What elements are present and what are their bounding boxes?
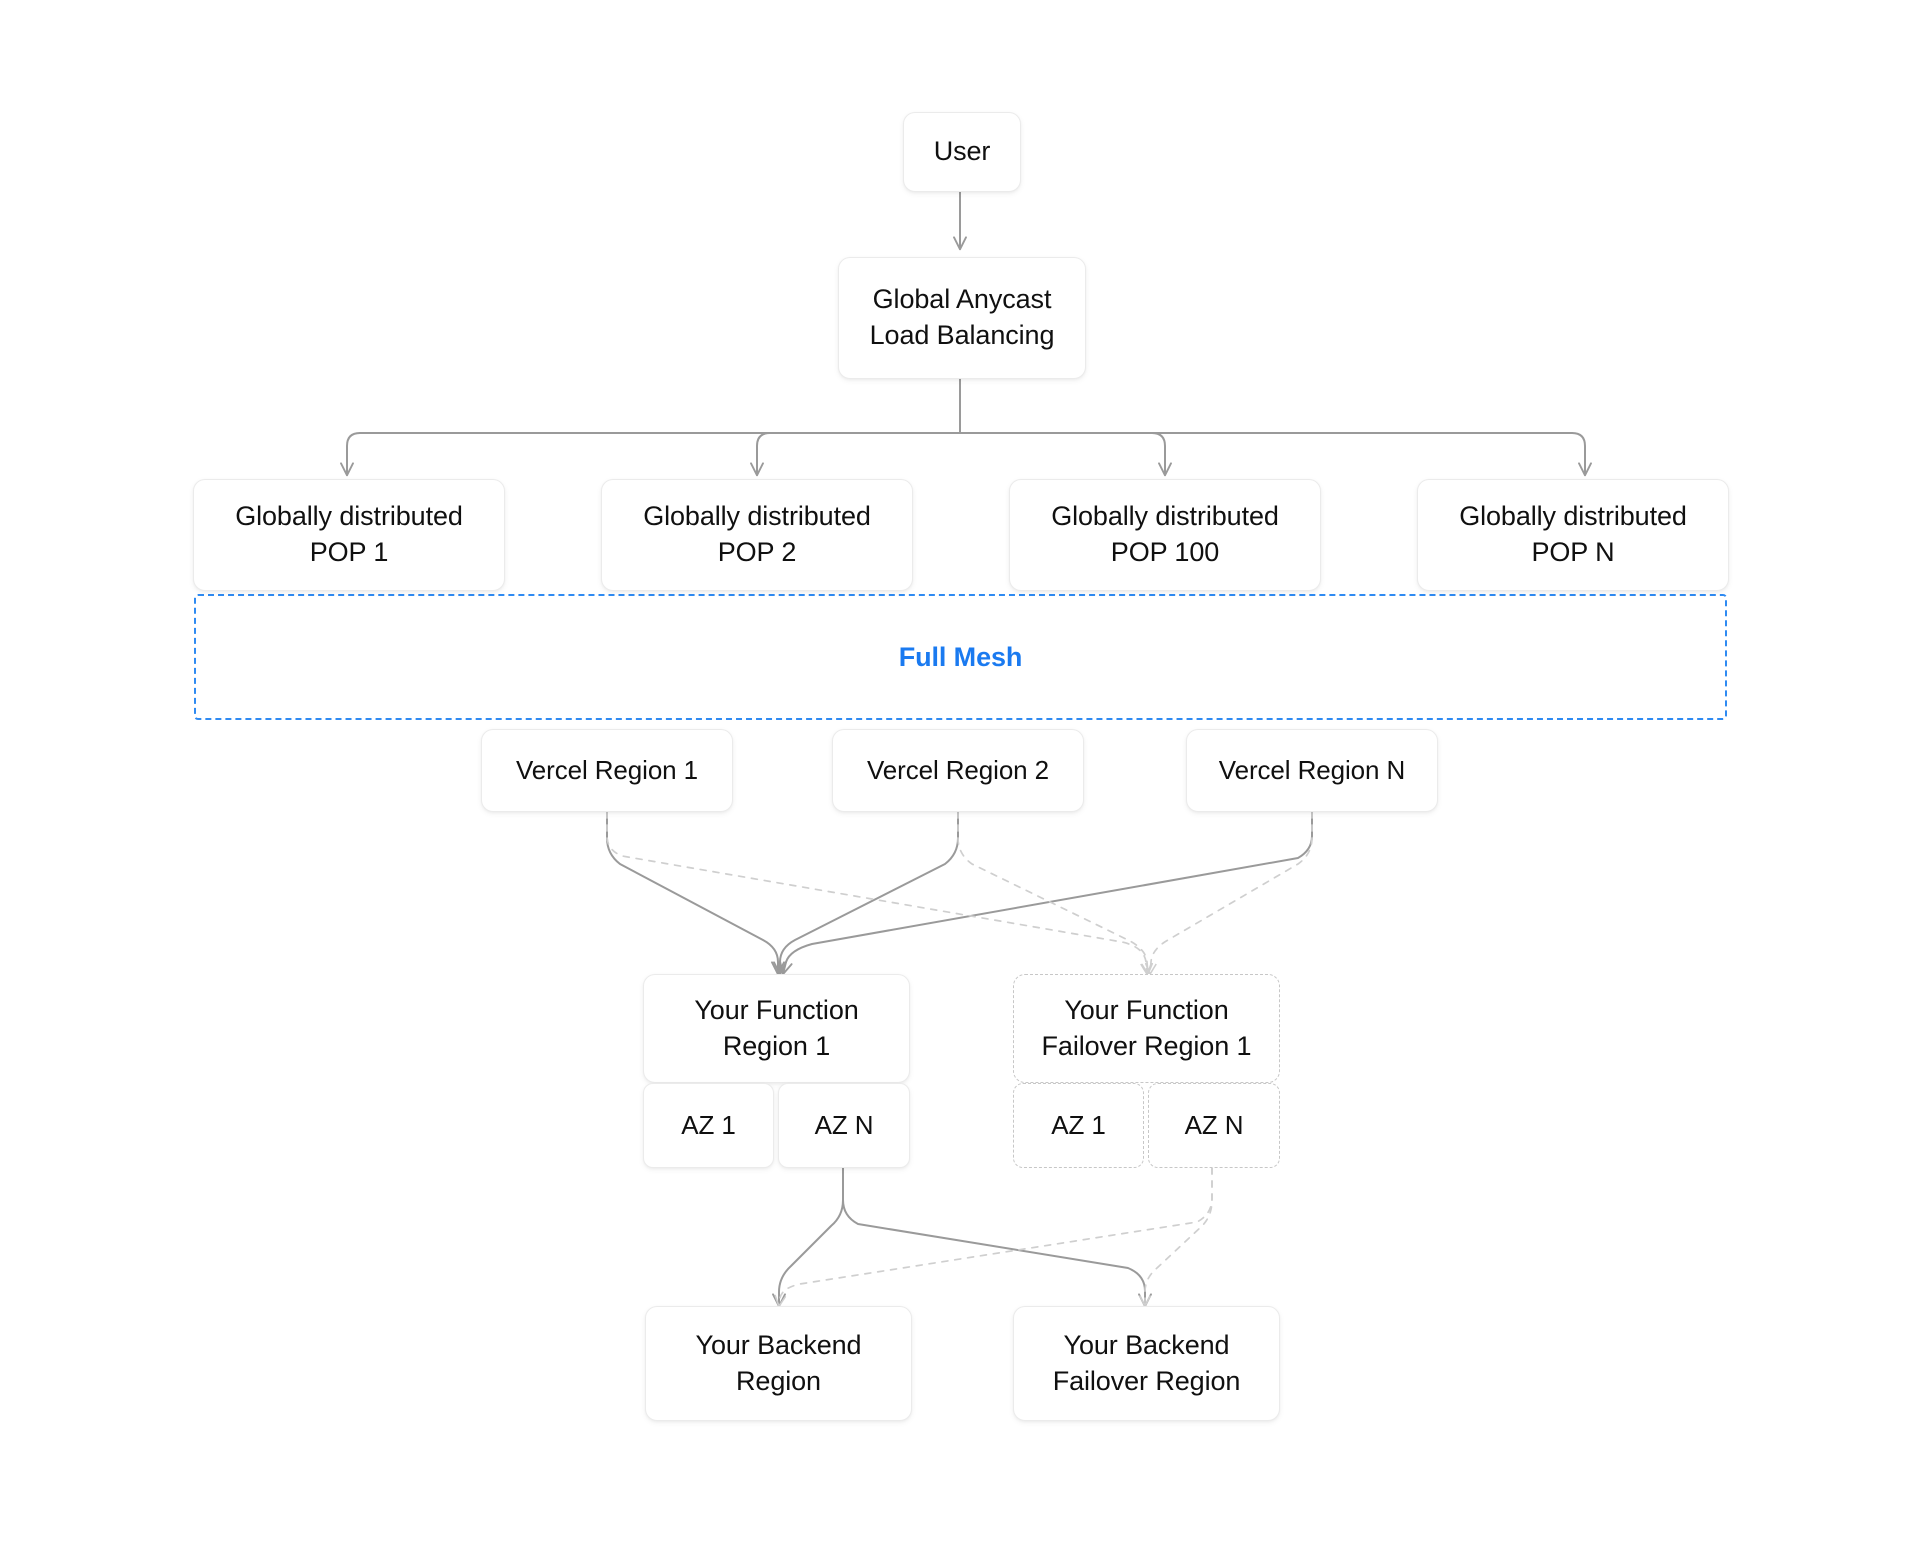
node-vercel-region-1[interactable]: Vercel Region 1 [481,729,733,812]
edge-vercel-region-2-to-function-failover-region [957,811,1148,974]
edge-bus-to-pop-1 [347,432,361,475]
node-function-region-1-az-1[interactable]: AZ 1 [643,1083,774,1168]
node-vercel-region-n[interactable]: Vercel Region N [1186,729,1438,812]
node-vercel-region-2[interactable]: Vercel Region 2 [832,729,1084,812]
node-your-backend-failover-region[interactable]: Your Backend Failover Region [1013,1306,1280,1421]
node-user-label: User [933,136,991,167]
edge-function-region-to-backend-region [779,1167,844,1306]
node-your-function-region-1-label: Your Function Region 1 [694,994,859,1061]
node-pop-2-label: Globally distributed POP 2 [643,501,871,567]
node-your-function-failover-region-1-label: Your Function Failover Region 1 [1041,994,1252,1061]
node-function-region-1-az-1-label: AZ 1 [681,1110,736,1141]
node-pop-1-label: Globally distributed POP 1 [235,501,463,567]
node-function-failover-region-1-az-n-label: AZ N [1184,1110,1244,1141]
node-pop-100-label: Globally distributed POP 100 [1051,501,1279,567]
edge-vercel-region-n-to-function-region [783,811,1313,974]
node-function-region-1-az-n[interactable]: AZ N [778,1083,910,1168]
node-your-function-region-1[interactable]: Your Function Region 1 [643,974,910,1083]
edge-vercel-region-n-to-function-failover-region [1150,811,1313,974]
edge-function-region-to-backend-failover-region [842,1167,1145,1306]
edge-vercel-region-2-to-function-region [780,811,959,974]
node-global-anycast-load-balancing[interactable]: Global Anycast Load Balancing [838,257,1086,379]
node-vercel-region-1-label: Vercel Region 1 [515,755,699,786]
node-user[interactable]: User [903,112,1021,192]
edge-bus-to-pop-3 [1151,432,1165,475]
node-pop-2[interactable]: Globally distributed POP 2 [601,479,913,591]
node-function-failover-region-1-az-1-label: AZ 1 [1051,1110,1106,1141]
node-function-failover-region-1-az-n[interactable]: AZ N [1148,1083,1280,1168]
edge-function-failover-region-to-backend-region [779,1167,1213,1306]
edge-vercel-region-1-to-function-failover-region [606,811,1147,974]
node-pop-1[interactable]: Globally distributed POP 1 [193,479,505,591]
edge-function-failover-region-to-backend-failover-region [1145,1167,1213,1306]
node-global-anycast-load-balancing-label: Global Anycast Load Balancing [869,284,1055,350]
node-pop-n-label: Globally distributed POP N [1459,501,1687,567]
node-your-backend-region[interactable]: Your Backend Region [645,1306,912,1421]
node-function-failover-region-1-az-1[interactable]: AZ 1 [1013,1083,1144,1168]
node-pop-100[interactable]: Globally distributed POP 100 [1009,479,1321,591]
edge-vercel-region-1-to-function-region [606,811,778,974]
zone-full-mesh: Full Mesh [194,594,1727,720]
node-your-backend-region-label: Your Backend Region [695,1329,862,1396]
zone-full-mesh-label: Full Mesh [898,641,1023,672]
edge-bus-to-pop-2 [757,432,771,475]
node-function-region-1-az-n-label: AZ N [814,1110,874,1141]
node-your-backend-failover-region-label: Your Backend Failover Region [1052,1329,1241,1396]
node-your-function-failover-region-1[interactable]: Your Function Failover Region 1 [1013,974,1280,1083]
node-vercel-region-2-label: Vercel Region 2 [866,755,1050,786]
node-pop-n[interactable]: Globally distributed POP N [1417,479,1729,591]
edge-bus-to-pop-4 [1571,432,1585,475]
node-vercel-region-n-label: Vercel Region N [1218,755,1406,786]
